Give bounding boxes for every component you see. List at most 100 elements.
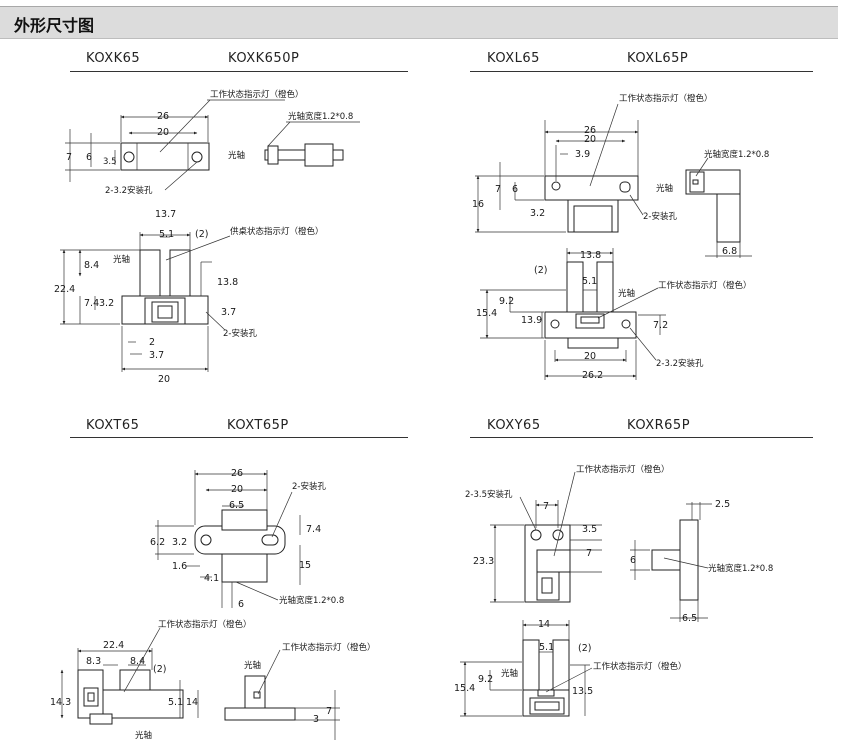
dim-label: 5.1 xyxy=(168,697,183,708)
indicator xyxy=(253,691,261,699)
sensor-base xyxy=(224,707,296,721)
callout-indicator: 工作状态指示灯（橙色） xyxy=(576,464,670,475)
dim-label: 14 xyxy=(186,697,198,708)
callout-holes: 2-安装孔 xyxy=(223,328,257,339)
sensor-body xyxy=(264,149,344,161)
dim-label: 6.2 xyxy=(150,537,165,548)
callout-shaft-width: 光轴宽度1.2*0.8 xyxy=(279,595,344,606)
dim-label: (2) xyxy=(195,229,208,240)
dim-label: 20 xyxy=(584,351,596,362)
dim-label: 15.4 xyxy=(476,308,497,319)
dim-label: 3.5 xyxy=(103,157,117,167)
dim-label: (2) xyxy=(578,643,591,654)
dim-label: 13.5 xyxy=(572,686,593,697)
dim-label: 7 xyxy=(495,184,501,195)
divider xyxy=(70,437,408,438)
dim-label: 14 xyxy=(538,619,550,630)
shaft xyxy=(267,145,279,165)
dim-label: 3.2 xyxy=(530,208,545,219)
dim-label: 3.2 xyxy=(99,298,114,309)
callout-shaft: 光轴 xyxy=(135,730,152,741)
koxt65-top-view: 26 20 6.5 6.2 3.2 7.4 15 1.6 4.1 6 2-安装孔… xyxy=(150,468,344,610)
slot-arm xyxy=(596,261,614,313)
dim-label: 20 xyxy=(584,134,596,145)
callout-holes: 2-3.2安装孔 xyxy=(105,185,153,196)
dim-label: 13.8 xyxy=(580,250,601,261)
mount-slot xyxy=(261,534,279,546)
connector-inner xyxy=(87,692,95,702)
koxt65-front-view: 22.4 8.3 8.4 (2) 14.3 5.1 14 工作状态指示灯（橙色）… xyxy=(50,619,252,741)
model-name: KOXT65 xyxy=(86,418,140,433)
mount-hole xyxy=(552,529,564,541)
dim-label: 14.3 xyxy=(50,697,71,708)
dim-label: 5.1 xyxy=(539,642,554,653)
callout-holes: 2-安装孔 xyxy=(292,481,326,492)
dim-label: 3.7 xyxy=(221,307,236,318)
callout-shaft: 光轴 xyxy=(501,668,518,679)
model-name: KOXY65 xyxy=(487,418,541,433)
model-name: KOXR65P xyxy=(627,418,691,433)
mount-hole xyxy=(551,181,561,191)
mount-hole xyxy=(200,534,212,546)
dim-label: 26 xyxy=(157,111,169,122)
sensor-body xyxy=(679,519,699,601)
dim-label: 22.4 xyxy=(54,284,75,295)
dim-label: 3 xyxy=(313,714,319,725)
callout-holes: 2-3.2安装孔 xyxy=(656,358,704,369)
dim-label: 13.7 xyxy=(155,209,176,220)
dim-label: 15 xyxy=(299,560,311,571)
callout-indicator: 工作状态指示灯（橙色） xyxy=(158,619,252,630)
dim-label: 3.5 xyxy=(582,524,597,535)
mount-hole xyxy=(621,319,631,329)
dim-label: 3.2 xyxy=(172,537,187,548)
koxy65-front-view: 7 3.5 7 23.3 2-3.5安装孔 工作状态指示灯（橙色） xyxy=(465,464,670,603)
divider xyxy=(70,71,408,72)
dim-label: 16 xyxy=(472,199,484,210)
mount-hole xyxy=(191,151,203,163)
divider xyxy=(470,71,813,72)
connector-pin xyxy=(157,305,173,319)
slot-arm xyxy=(522,639,540,691)
shaft-tip xyxy=(692,179,699,185)
sensor-arm xyxy=(102,689,184,719)
foot xyxy=(89,713,113,725)
callout-indicator: 工作状态指示灯（橙色） xyxy=(619,93,713,104)
dim-label: 7 xyxy=(543,501,549,512)
model-name: KOXK65 xyxy=(86,51,141,66)
dim-label: 8.4 xyxy=(130,656,145,667)
callout-holes: 2-安装孔 xyxy=(643,211,677,222)
koxk65-top-view: 26 20 7 6 3.5 工作状态指示灯（橙色） 2-3.2安装孔 xyxy=(65,89,304,196)
dim-label: 20 xyxy=(231,484,243,495)
callout-shaft-width: 光轴宽度1.2*0.8 xyxy=(704,149,769,160)
dim-label: 6.5 xyxy=(682,613,697,624)
dim-label: 13.8 xyxy=(217,277,238,288)
callout-indicator: 工作状态指示灯（橙色） xyxy=(282,642,376,653)
mount-hole xyxy=(550,319,560,329)
dim-label: 7 xyxy=(326,706,332,717)
foot xyxy=(567,337,619,349)
dim-label: 20 xyxy=(158,374,170,385)
model-name: KOXL65 xyxy=(487,51,540,66)
callout-holes: 2-3.5安装孔 xyxy=(465,489,513,500)
dim-label: 4.1 xyxy=(204,573,219,584)
dim-label: 7 xyxy=(66,152,72,163)
dim-label: 2 xyxy=(149,337,155,348)
dim-label: 8.3 xyxy=(86,656,101,667)
callout-shaft: 光轴 xyxy=(244,660,261,671)
dim-label: 5.1 xyxy=(582,276,597,287)
dim-label: 23.3 xyxy=(473,556,494,567)
callout-shaft: 光轴 xyxy=(618,288,635,299)
dim-label: 9.2 xyxy=(478,674,493,685)
koxr65p-front-view: 14 5.1 (2) 9.2 15.4 13.5 光轴 工作状态指示灯（橙色） xyxy=(454,619,687,717)
dim-label: 22.4 xyxy=(103,640,124,651)
callout-shaft: 光轴 xyxy=(113,254,130,265)
dim-label: 2.5 xyxy=(715,499,730,510)
callout-shaft: 光轴 xyxy=(656,183,673,194)
koxy65-side-view: 2.5 6 光轴宽度1.2*0.8 6.5 xyxy=(630,499,773,624)
dim-label: 7.4 xyxy=(306,524,321,535)
callout-shaft-width: 光轴宽度1.2*0.8 xyxy=(288,111,353,122)
mount-hole xyxy=(530,529,542,541)
dim-label: 26 xyxy=(584,125,596,136)
koxt65-side-view: 工作状态指示灯（橙色） 光轴 7 3 xyxy=(224,642,376,740)
